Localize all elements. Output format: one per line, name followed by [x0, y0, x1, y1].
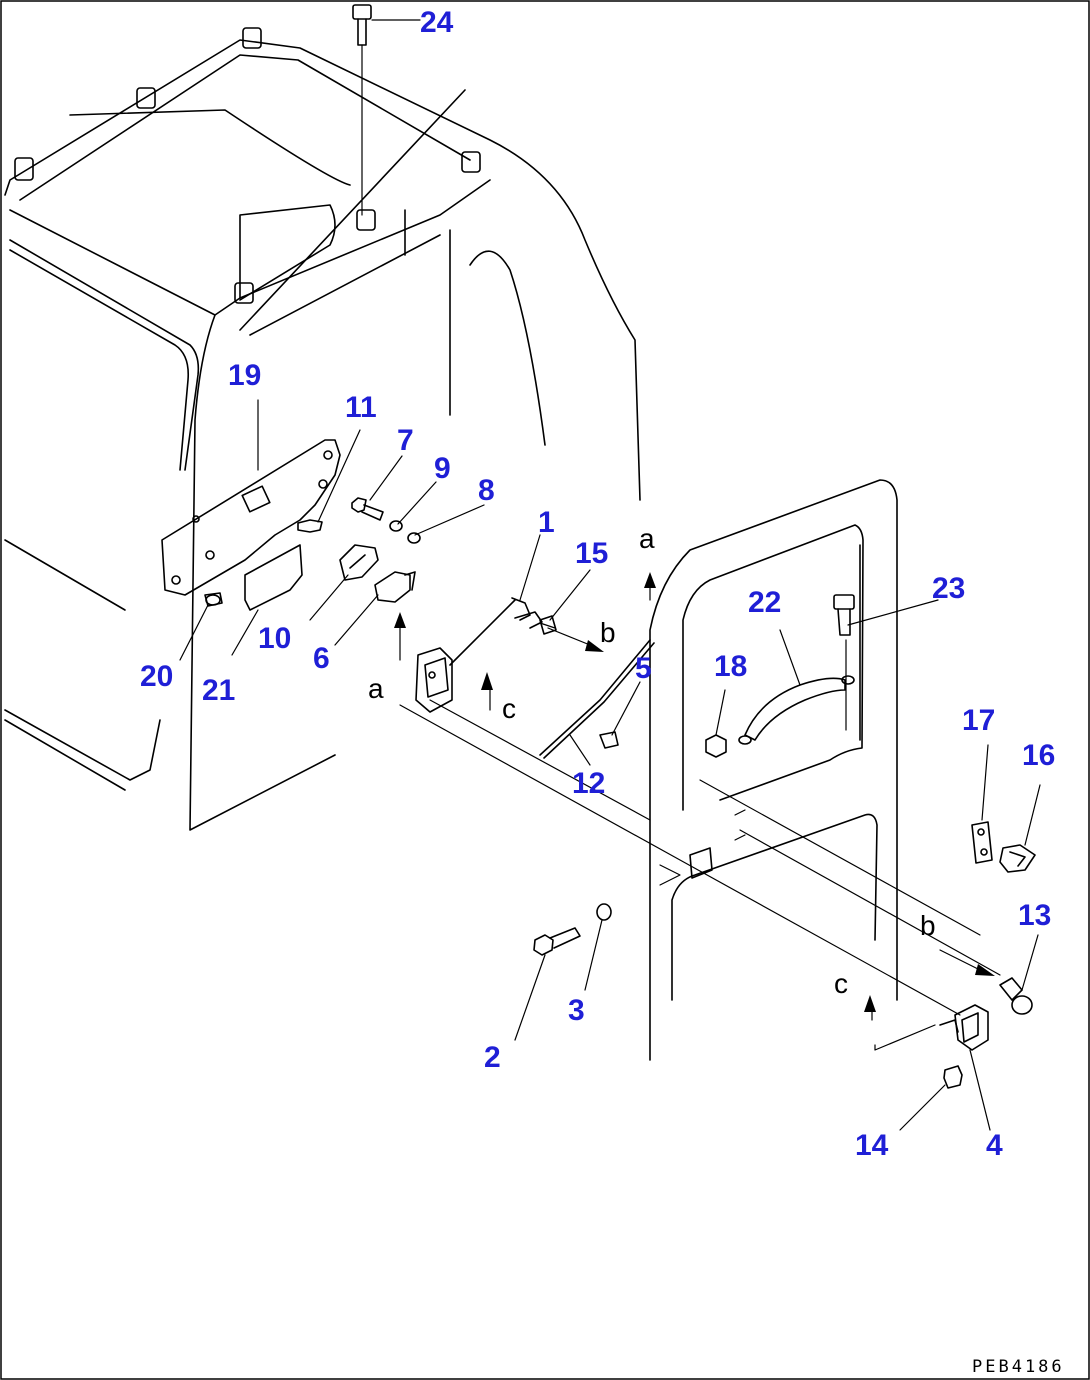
ref-a-left: a: [368, 673, 384, 704]
drawing-code: PEB4186: [972, 1357, 1065, 1377]
door-crossbar: [399, 699, 1001, 1016]
reference-arrows: [394, 572, 995, 1021]
handle-22: [738, 675, 855, 745]
callout-12: 12: [572, 767, 605, 800]
callout-1: 1: [538, 506, 555, 539]
bolt-23: [833, 594, 855, 731]
callout-6: 6: [313, 642, 330, 675]
callout-24: 24: [420, 6, 454, 39]
door-panel: [649, 479, 898, 1061]
leader-lines: [179, 19, 1041, 1131]
callout-5: 5: [635, 652, 652, 685]
callout-7: 7: [397, 424, 414, 457]
bolt-11: [297, 519, 323, 533]
callout-4: 4: [986, 1129, 1003, 1162]
callout-11: 11: [345, 391, 377, 424]
callout-16: 16: [1022, 739, 1055, 772]
ref-c-top: c: [502, 693, 516, 724]
washer-3: [596, 903, 612, 921]
roof-bumpers: [14, 27, 481, 304]
bracket-10: [339, 544, 379, 581]
bolt-2: [533, 927, 581, 956]
callout-8: 8: [478, 474, 495, 507]
callout-13: 13: [1018, 899, 1051, 932]
plate-17: [971, 821, 993, 864]
callout-20: 20: [140, 660, 173, 693]
reference-letters: a a b b c c: [368, 523, 936, 999]
latch-4: [939, 1004, 989, 1051]
callout-18: 18: [714, 650, 747, 683]
ref-b-top: b: [600, 617, 616, 648]
striker-plate: [161, 439, 341, 611]
callout-22: 22: [748, 586, 781, 619]
callout-10: 10: [258, 622, 291, 655]
callout-2: 2: [484, 1041, 501, 1074]
callout-15: 15: [575, 537, 608, 570]
cab-body: [4, 39, 641, 831]
bracket-15: [539, 615, 557, 635]
callout-14: 14: [855, 1129, 889, 1162]
ref-a-right: a: [639, 523, 655, 554]
bolt-24: [352, 4, 372, 216]
callout-19: 19: [228, 359, 261, 392]
lock-assembly: [415, 597, 655, 759]
bolt-7-washers: [351, 497, 421, 544]
clip-16: [999, 844, 1036, 873]
callout-17: 17: [962, 704, 995, 737]
knob-13: [999, 977, 1033, 1015]
callout-3: 3: [568, 994, 585, 1027]
callout-21: 21: [202, 674, 235, 707]
callout-23: 23: [932, 572, 965, 605]
nut-18: [705, 734, 727, 758]
ref-b-bottom: b: [920, 910, 936, 941]
callout-9: 9: [434, 452, 451, 485]
bolt-14: [943, 1065, 963, 1089]
callouts: 24 19 11 7 9 8 1 15 5 10 6 20 21 12 22 2…: [140, 6, 1055, 1162]
striker-6: [374, 571, 416, 603]
grommet-20: [204, 592, 223, 607]
ref-c-bottom: c: [834, 968, 848, 999]
